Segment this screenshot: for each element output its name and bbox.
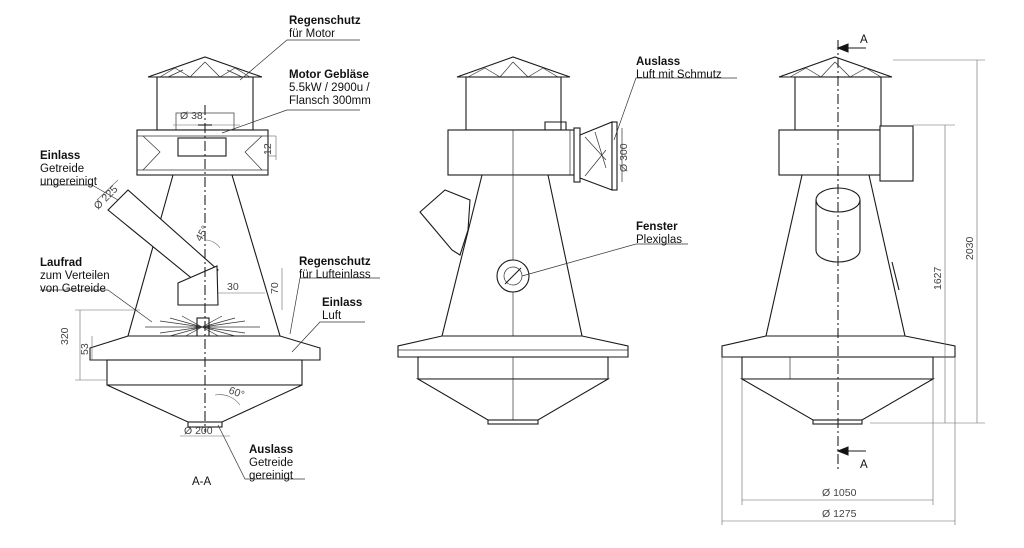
label-motor-line1: 5.5kW / 2900u / <box>289 82 370 94</box>
dim-d1275: Ø 1275 <box>822 508 857 520</box>
label-auslass-getreide-title: Auslass <box>249 444 293 456</box>
dim-2030: 2030 <box>964 236 976 260</box>
dim-70: 70 <box>269 282 281 294</box>
label-einlass-getreide-line1: Getreide <box>40 163 84 175</box>
label-einlass-luft-sub: Luft <box>322 310 342 322</box>
dim-d1050: Ø 1050 <box>822 487 857 499</box>
dim-d38: Ø 38 <box>180 110 203 122</box>
dim-d300: Ø 300 <box>618 143 630 172</box>
label-fenster-title: Fenster <box>636 221 678 233</box>
dim-1627: 1627 <box>932 266 944 290</box>
section-marker-bottom: A <box>860 459 868 471</box>
label-laufrad-line1: zum Verteilen <box>40 270 110 282</box>
dim-53: 53 <box>79 343 91 355</box>
label-regenschutz-motor-sub: für Motor <box>289 28 335 40</box>
label-regenschutz-luft-title: Regenschutz <box>299 256 371 268</box>
annotations: Regenschutz für Motor Motor Gebläse 5.5k… <box>40 15 868 488</box>
dimension-values: Ø 38 12 Ø 225 45° 30 70 320 53 60° Ø 200… <box>59 110 976 520</box>
label-auslass-getreide-line2: gereinigt <box>249 470 294 482</box>
dim-30: 30 <box>227 281 239 293</box>
dim-320: 320 <box>59 327 71 345</box>
label-einlass-getreide-title: Einlass <box>40 150 80 162</box>
dim-a60: 60° <box>227 385 246 402</box>
label-laufrad-title: Laufrad <box>40 257 82 269</box>
section-marker-top: A <box>860 34 868 46</box>
label-auslass-luft-title: Auslass <box>636 56 680 68</box>
section-view-a-a <box>40 39 380 480</box>
label-motor-line2: Flansch 300mm <box>289 95 371 107</box>
label-regenschutz-motor-title: Regenschutz <box>289 15 361 27</box>
front-view <box>397 56 737 425</box>
side-view <box>721 40 985 525</box>
label-auslass-getreide-line1: Getreide <box>249 457 293 469</box>
label-einlass-getreide-line2: ungereinigt <box>40 176 98 188</box>
dim-12: 12 <box>262 143 274 155</box>
label-laufrad-line2: von Getreide <box>40 283 106 295</box>
label-section-name: A-A <box>192 476 212 488</box>
label-regenschutz-luft-sub: für Lufteinlass <box>299 269 371 281</box>
label-einlass-luft-title: Einlass <box>322 297 362 309</box>
dim-d200: Ø 200 <box>184 425 213 437</box>
label-auslass-luft-sub: Luft mit Schmutz <box>636 69 722 81</box>
label-fenster-sub: Plexiglas <box>636 234 682 246</box>
label-motor-title: Motor Gebläse <box>289 69 369 81</box>
